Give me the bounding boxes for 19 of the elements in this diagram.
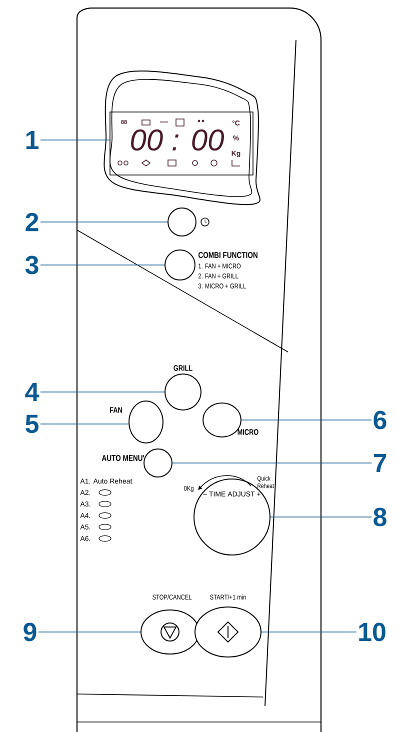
button-label: FAN xyxy=(110,407,122,413)
time-digits: 00 : 00 xyxy=(131,129,224,151)
button-label: AUTO MENU' xyxy=(102,455,144,461)
callout-number: 4 xyxy=(25,383,40,401)
callout-number: 1 xyxy=(26,131,38,149)
leader-line xyxy=(172,462,372,464)
callout-number: 3 xyxy=(25,256,38,274)
leader-line xyxy=(40,264,165,266)
callout-number: 8 xyxy=(374,508,386,526)
callout-number: 9 xyxy=(24,622,36,642)
button-label: GRILL xyxy=(174,365,192,371)
button-label: COMBI FUNCTION xyxy=(198,252,258,258)
leader-line xyxy=(270,516,372,518)
callout-number: 6 xyxy=(374,410,386,430)
callout-number: 7 xyxy=(374,454,386,472)
button-label: MICRO xyxy=(238,429,258,435)
callout-number: 2 xyxy=(26,212,38,232)
callout-number: 5 xyxy=(26,414,38,434)
callout-number: 10 xyxy=(359,622,386,642)
